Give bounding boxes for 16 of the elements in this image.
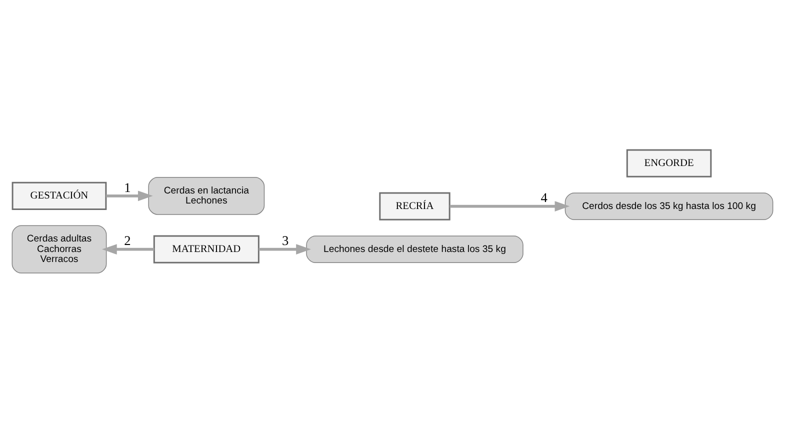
node-box: Cerdos desde los 35 kg hasta los 100 kg xyxy=(564,192,774,220)
arrow xyxy=(106,190,153,202)
edge-label: 1 xyxy=(124,180,131,195)
node-box: MATERNIDAD xyxy=(153,235,260,264)
node-box: Lechones desde el destete hasta los 35 kg xyxy=(306,236,524,264)
arrow xyxy=(102,244,154,255)
node-box: GESTACIÓN xyxy=(12,182,107,210)
edge-label: 2 xyxy=(124,233,131,248)
arrow xyxy=(450,201,570,212)
edge-label: 3 xyxy=(282,233,289,248)
edge-label: 4 xyxy=(540,190,548,206)
node-box: ENGORDE xyxy=(626,149,712,178)
node-box: RECRÍA xyxy=(379,192,450,220)
arrow xyxy=(258,244,311,255)
node-box: Cerdas en lactancia Lechones xyxy=(148,177,265,215)
node-box: Cerdas adultas Cachorras Verracos xyxy=(12,225,107,274)
